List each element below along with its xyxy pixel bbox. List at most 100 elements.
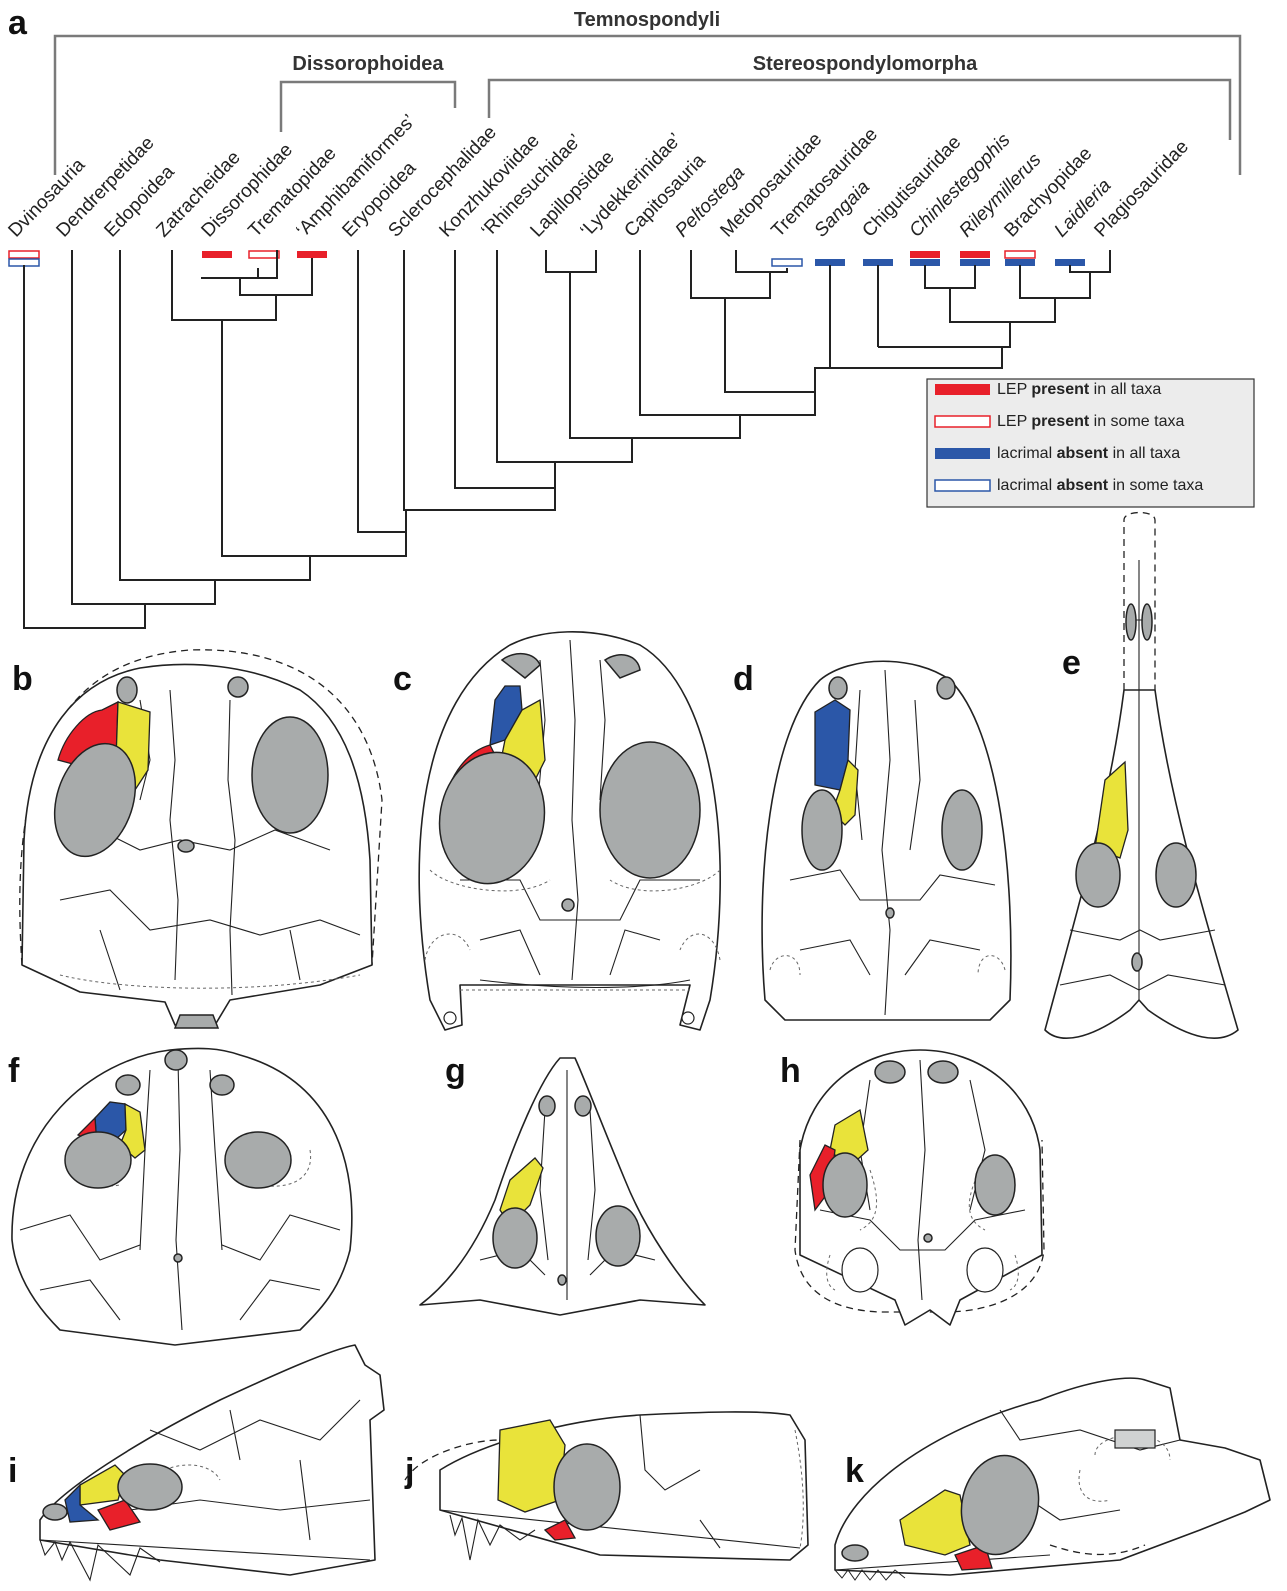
skull-e-naris-right	[1142, 604, 1152, 640]
panel-label-a: a	[8, 4, 28, 42]
skull-b-naris-right	[228, 677, 248, 697]
branch-edopoidea	[72, 250, 215, 604]
branch-plagiosauroids	[1010, 265, 1055, 322]
skull-i-orbit	[118, 1464, 182, 1510]
branch-trematosaur-clade	[725, 298, 815, 415]
panel-label-d: d	[733, 660, 754, 698]
skull-h-naris-left	[875, 1061, 905, 1083]
panel-j-skull-lateral: j	[404, 1412, 808, 1560]
skull-d-orbit-right	[942, 790, 982, 870]
skull-h-otic-right	[967, 1248, 1003, 1292]
dissorophoidea-bracket	[281, 82, 455, 132]
panel-b-skull: b	[12, 650, 382, 1028]
skull-c-condyle-right	[682, 1012, 694, 1024]
taxon-marker-4	[202, 251, 232, 258]
skull-g-orbit-right	[596, 1206, 640, 1266]
panel-label-k: k	[845, 1452, 864, 1490]
taxon-marker-6	[297, 251, 327, 258]
panel-label-b: b	[12, 660, 33, 698]
skull-f-pineal	[174, 1254, 182, 1262]
legend-bold-1: present	[1031, 413, 1089, 430]
branch-plagiosauridae	[1090, 250, 1110, 272]
panel-g-skull: g	[420, 1052, 705, 1315]
skull-f-premaxilla-fenestra	[165, 1050, 187, 1070]
skull-c-pineal	[562, 899, 574, 911]
skull-g-naris-left	[539, 1096, 555, 1116]
skull-c-condyle-left	[444, 1012, 456, 1024]
skull-i-naris	[43, 1504, 67, 1520]
branch-core	[215, 320, 310, 580]
skull-b-occiput	[175, 1015, 218, 1028]
legend: LEP present in all taxaLEP present in so…	[927, 379, 1254, 507]
skull-f-orbit-right	[225, 1132, 291, 1188]
skull-j-orbit	[554, 1444, 620, 1530]
taxon-labels: DvinosauriaDendrerpetidaeEdopoideaZatrac…	[4, 111, 1192, 242]
skull-c-orbit-right	[600, 742, 700, 878]
legend-bold-3: absent	[1057, 477, 1109, 494]
taxon-marker-21	[1005, 251, 1035, 266]
panel-label-h: h	[780, 1052, 801, 1090]
branch-laidleria	[1055, 265, 1090, 298]
branch-chinlestegophis-pair	[925, 265, 975, 288]
skull-b-pineal	[178, 840, 194, 852]
panel-label-e: e	[1062, 644, 1081, 682]
skull-g-pineal	[558, 1275, 566, 1285]
taxon-marker-0	[9, 251, 39, 266]
legend-post-0: in all taxa	[1089, 381, 1161, 398]
legend-label-1: LEP present in some taxa	[997, 413, 1184, 430]
branch-dvinosauria	[24, 250, 145, 628]
skull-e-orbit-left	[1076, 843, 1120, 907]
panel-label-g: g	[445, 1052, 466, 1090]
branch-lapillopsid-pair	[546, 250, 596, 272]
panel-i-skull-lateral: i	[8, 1345, 384, 1580]
legend-bold-0: present	[1031, 381, 1089, 398]
skull-h-orbit-left	[823, 1153, 867, 1217]
branch-capitosauria	[632, 250, 740, 438]
clade-stereospondylomorpha: Stereospondylomorpha	[753, 53, 978, 75]
skull-f-naris-left	[116, 1075, 140, 1095]
skull-d-naris-left	[829, 677, 847, 699]
branch-rhinesuchidae	[497, 250, 555, 488]
taxon-marker-19	[910, 251, 940, 266]
skull-h-naris-right	[928, 1061, 958, 1083]
branch-eryopoidea	[310, 250, 406, 556]
branch-peltostega	[691, 250, 770, 298]
legend-post-2: in all taxa	[1108, 445, 1180, 462]
skull-k-otic-notch	[1115, 1430, 1155, 1448]
skull-b-naris-left	[117, 677, 137, 703]
skull-f-outline	[12, 1048, 352, 1345]
legend-post-3: in some taxa	[1108, 477, 1203, 494]
taxon-marker-22	[1055, 259, 1085, 266]
branch-brachyopid-group	[950, 288, 1010, 347]
skull-j-outline	[440, 1412, 808, 1560]
taxon-marker-20	[960, 251, 990, 266]
taxon-marker-5	[249, 251, 279, 258]
legend-label-3: lacrimal absent in some taxa	[997, 477, 1203, 494]
skull-b-orbit-right	[252, 717, 328, 833]
skull-h-otic-left	[842, 1248, 878, 1292]
skull-g-naris-right	[575, 1096, 591, 1116]
taxon-marker-17	[815, 259, 845, 266]
legend-swatch-0	[935, 384, 990, 395]
branch-sclerocephalidae	[404, 250, 406, 532]
panel-d-skull: d	[733, 660, 1011, 1020]
skull-e-orbit-right	[1156, 843, 1196, 907]
panel-f-skull: f	[8, 1048, 352, 1345]
skull-d-pineal	[886, 908, 894, 918]
legend-pre-2: lacrimal	[997, 445, 1057, 462]
legend-swatch-1	[935, 416, 990, 427]
panel-label-c: c	[393, 660, 412, 698]
panel-e-skull: e	[1045, 513, 1238, 1039]
skull-f-orbit-left	[65, 1132, 131, 1188]
skull-d-naris-right	[937, 677, 955, 699]
legend-label-0: LEP present in all taxa	[997, 381, 1161, 398]
branch-konzhukoviidae	[404, 250, 555, 510]
branch-trematosauridae	[770, 268, 787, 272]
panel-k-skull-lateral: k	[835, 1378, 1270, 1580]
skull-f-naris-right	[210, 1075, 234, 1095]
branch-lapillopsidae	[497, 272, 632, 462]
skull-e-pineal	[1132, 953, 1142, 971]
legend-swatch-3	[935, 480, 990, 491]
taxon-marker-16	[772, 259, 802, 266]
